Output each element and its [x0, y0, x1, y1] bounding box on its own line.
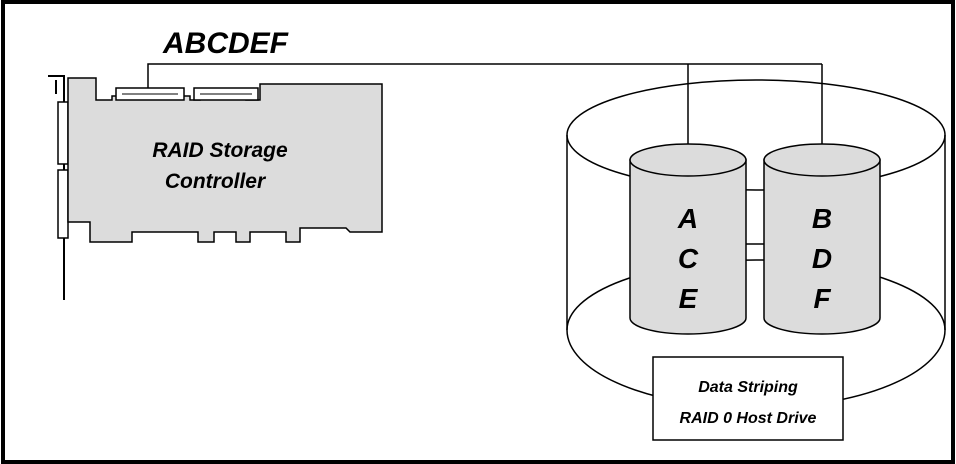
bracket-port-bottom — [57, 169, 69, 239]
caption-line1: Data Striping — [698, 379, 798, 396]
stream-label: ABCDEF — [162, 27, 289, 60]
disk1-block-2: C — [678, 243, 699, 274]
disk1-block-1: A — [677, 203, 698, 234]
disk2-block-1: B — [812, 203, 832, 234]
disk-2: B D F — [763, 143, 881, 335]
controller-label-line1: RAID Storage — [152, 139, 288, 162]
card-board — [67, 77, 383, 243]
disk2-block-2: D — [812, 243, 832, 274]
disk1-block-3: E — [679, 283, 699, 314]
disk-1: A C E — [629, 143, 747, 335]
disk2-block-3: F — [813, 283, 831, 314]
raid-controller-card: RAID Storage Controller — [48, 75, 383, 300]
controller-label-line2: Controller — [165, 170, 267, 193]
bracket-port-top — [57, 101, 69, 165]
caption-line2: RAID 0 Host Drive — [680, 410, 817, 427]
caption-box: Data Striping RAID 0 Host Drive — [652, 356, 844, 441]
data-cable — [147, 63, 823, 150]
